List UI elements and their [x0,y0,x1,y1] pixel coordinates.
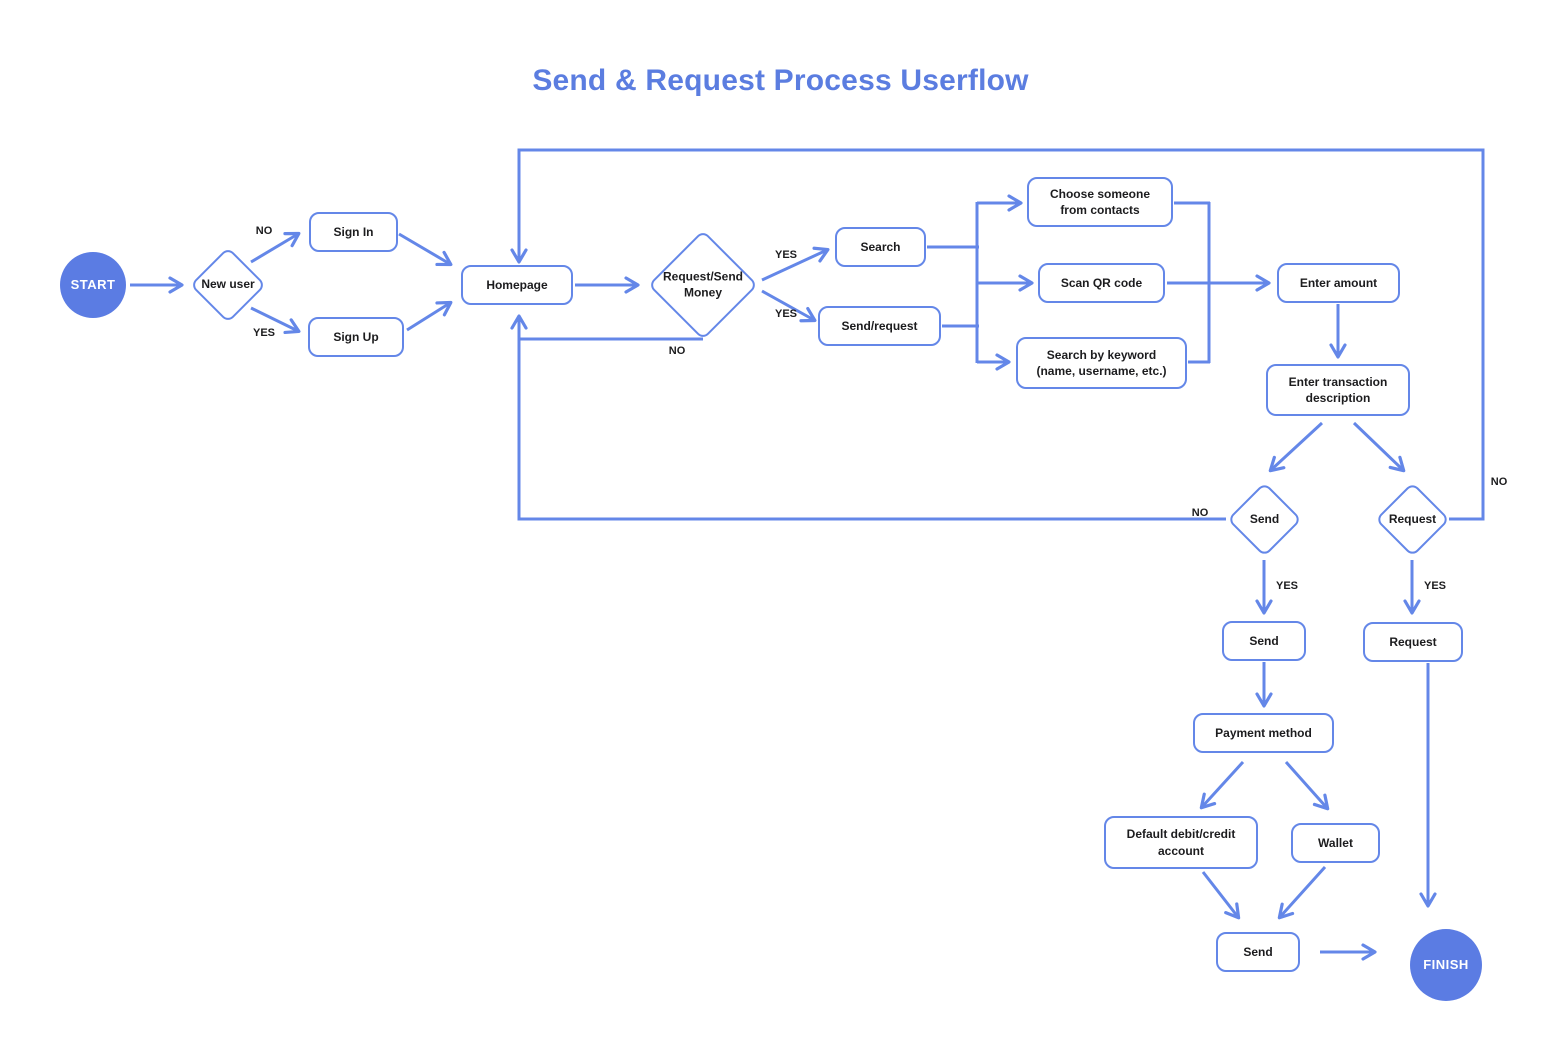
node-sign-in: Sign In [309,212,398,252]
edge-description-to-send-decision [1268,421,1324,473]
node-finish: FINISH [1410,929,1482,1001]
edge-label-rsm-yes-search: YES [774,249,798,261]
node-request-confirm: Request [1363,622,1463,662]
node-wallet: Wallet [1291,823,1380,863]
edge-label-new-user-yes: YES [252,327,276,339]
diagram-title: Send & Request Process Userflow [532,64,1029,97]
node-homepage: Homepage [461,265,573,305]
edge-newuser-no-to-signin [250,231,301,264]
node-request-decision: Request [1375,482,1450,557]
node-request-send-money: Request/Send Money [647,229,759,341]
edge-send-no-loop-to-homepage [510,314,1226,521]
edge-label-new-user-no: NO [255,225,273,237]
node-send-final: Send [1216,932,1300,972]
node-search-keyword: Search by keyword (name, username, etc.) [1016,337,1187,389]
edge-newuser-yes-to-signup [250,306,301,335]
edge-default-to-sendfinal [1201,871,1241,920]
edge-label-rsm-yes-send-request: YES [774,308,798,320]
node-send-request: Send/request [818,306,941,346]
node-new-user: New user [189,246,267,324]
node-enter-description: Enter transaction description [1266,364,1410,416]
node-start: START [60,252,126,318]
edge-label-send-decision-no: NO [1191,507,1209,519]
node-search: Search [835,227,926,267]
node-send-confirm: Send [1222,621,1306,661]
edge-label-request-decision-yes: YES [1423,580,1447,592]
node-choose-contacts: Choose someone from contacts [1027,177,1173,227]
node-send-decision: Send [1227,482,1302,557]
node-send-decision-label: Send [1249,511,1280,526]
node-request-send-money-label: Request/Send Money [662,269,743,299]
edge-signup-to-homepage [406,300,453,332]
node-sign-up: Sign Up [308,317,404,357]
edge-rsm-yes-to-sendrequest [761,289,817,323]
node-enter-amount: Enter amount [1277,263,1400,303]
node-new-user-label: New user [201,277,255,292]
node-payment-method: Payment method [1193,713,1334,753]
edge-wallet-to-sendfinal [1277,865,1327,920]
node-request-decision-label: Request [1388,511,1437,526]
edge-signin-to-homepage [398,232,453,267]
edge-label-rsm-no: NO [668,345,686,357]
edge-rsm-yes-to-search [761,246,830,282]
edge-description-to-request-decision [1352,421,1406,473]
edge-payment-to-wallet [1284,761,1330,811]
edge-label-send-decision-yes: YES [1275,580,1299,592]
edge-request-no-loop-to-homepage [510,148,1485,521]
node-default-account: Default debit/credit account [1104,816,1258,869]
edge-label-request-decision-no: NO [1490,476,1508,488]
node-scan-qr: Scan QR code [1038,263,1165,303]
edge-payment-to-default [1199,760,1245,810]
